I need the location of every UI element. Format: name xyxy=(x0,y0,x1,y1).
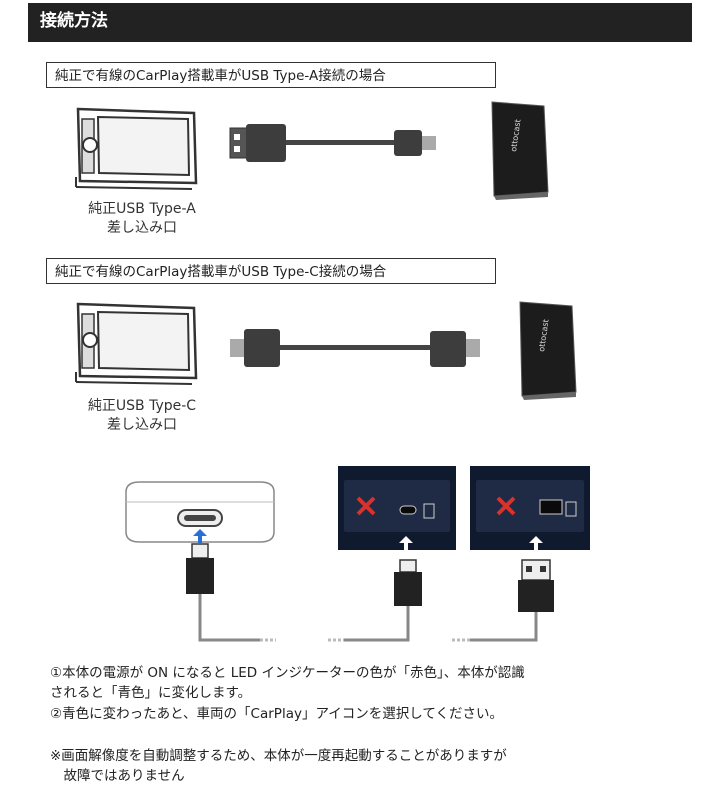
note-line-1: ①本体の電源が ON になると LED インジケーターの色が「赤色」、本体が認識 xyxy=(50,665,525,681)
note-line-2: されると「青色」に変化します。 xyxy=(50,685,252,701)
device-type-a: ottocast xyxy=(491,101,549,200)
car-head-unit-type-a xyxy=(75,107,198,190)
caption-type-c-line2: 差し込み口 xyxy=(107,417,177,433)
white-arrow-icon-2 xyxy=(529,536,543,550)
caption-type-c-line1: 純正USB Type-C xyxy=(87,398,197,414)
section-title-type-a: 純正で有線のCarPlay搭載車がUSB Type-A接続の場合 xyxy=(46,62,496,88)
usb-c-to-c-cable xyxy=(230,329,480,367)
section-title-type-c: 純正で有線のCarPlay搭載車がUSB Type-C接続の場合 xyxy=(46,258,496,284)
white-arrow-icon-1 xyxy=(399,536,413,550)
usb-c-plug-2 xyxy=(394,559,422,640)
usb-c-plug-1 xyxy=(186,543,214,634)
device-type-c: ottocast xyxy=(519,301,577,400)
blue-arrow-icon xyxy=(193,529,207,543)
note-line-4: ※画面解像度を自動調整するため、本体が一度再起動することがありますが xyxy=(50,748,507,764)
note-line-3: ②青色に変わったあと、車両の「CarPlay」アイコンを選択してください。 xyxy=(50,706,503,722)
header-bar xyxy=(28,3,692,42)
caption-type-a-line1: 純正USB Type-A xyxy=(88,201,196,217)
car-port-photo-2 xyxy=(470,466,590,550)
caption-type-c: 純正USB Type-C 差し込み口 xyxy=(72,397,212,435)
note-line-5: 故障ではありません xyxy=(50,768,185,784)
caption-type-a: 純正USB Type-A 差し込み口 xyxy=(72,200,212,238)
caption-type-a-line2: 差し込み口 xyxy=(107,220,177,236)
usb-a-plug xyxy=(518,559,554,640)
car-head-unit-type-c xyxy=(75,302,198,385)
device-port-closeup xyxy=(125,481,275,543)
cable-lines xyxy=(198,632,538,642)
car-port-photo-1 xyxy=(338,466,456,550)
page-title: 接続方法 xyxy=(40,11,108,31)
usb-a-to-c-cable xyxy=(229,124,436,162)
